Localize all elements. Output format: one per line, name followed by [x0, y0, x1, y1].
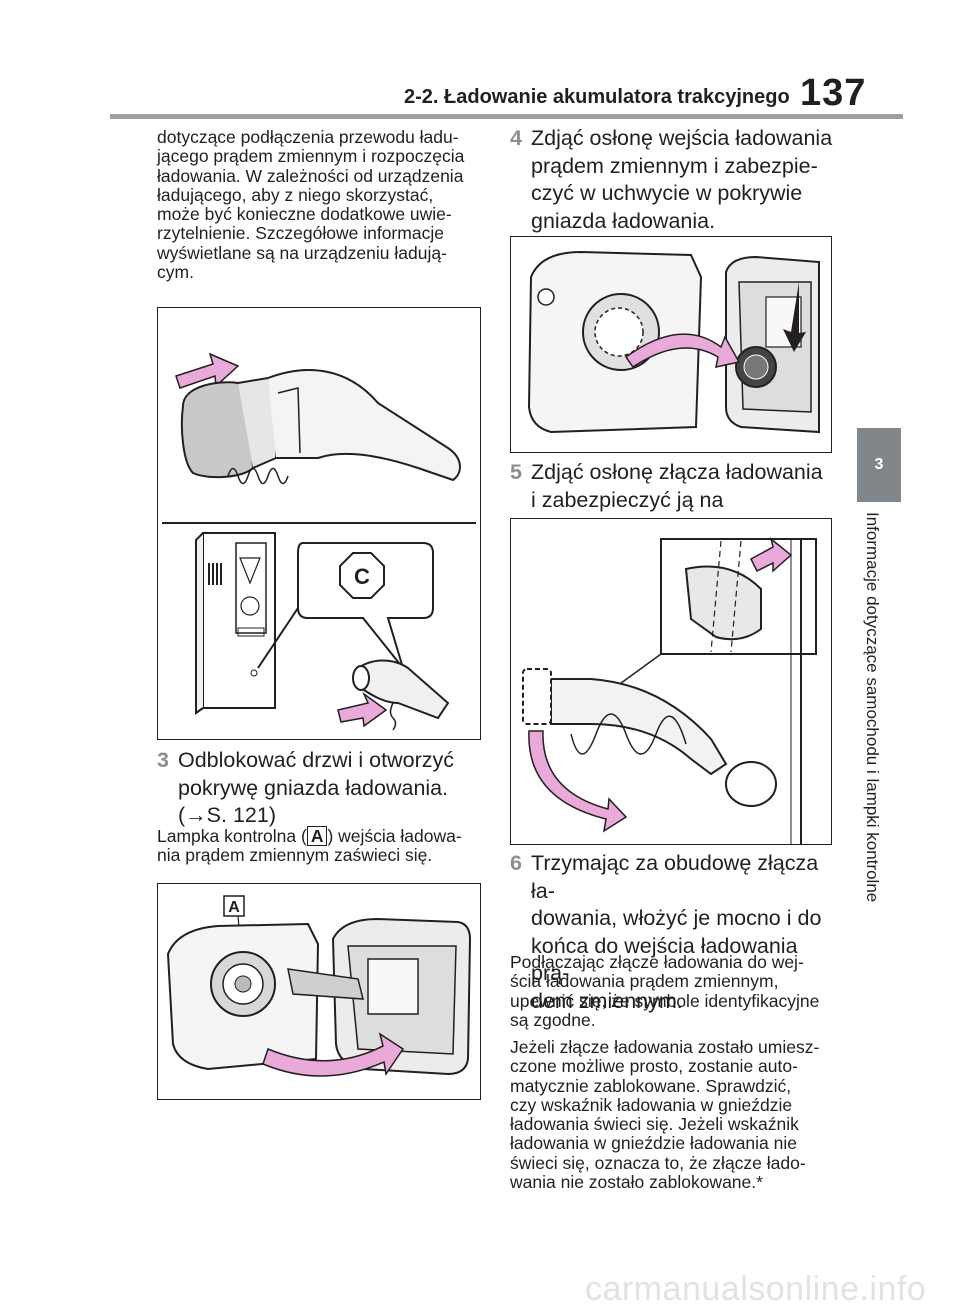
watermark: carmanualsonline.info	[585, 1270, 927, 1308]
step-3: 3 Odblokować drzwi i otworzyć pokrywę gn…	[157, 747, 487, 831]
figure1-label: C	[354, 564, 370, 589]
section-title: 2-2. Ładowanie akumulatora trakcyjnego	[404, 86, 790, 108]
intro-paragraph: dotyczące podłączenia przewodu ładu- jąc…	[157, 127, 465, 283]
connector-illustration: C	[162, 352, 476, 731]
label-a-box: A	[306, 826, 328, 846]
step-5: 5 Zdjąć osłonę złącza ładowania i zabezp…	[510, 459, 840, 539]
step-6-number: 6	[510, 851, 522, 875]
chapter-tab: 3	[857, 428, 901, 502]
step-6-text: Trzymając za obudowę złącza ła- dowania,…	[531, 851, 822, 1013]
step-3-text: Odblokować drzwi i otworzyć pokrywę gnia…	[178, 748, 455, 827]
figure-port-open: A	[157, 883, 481, 1100]
step-4-number: 4	[510, 126, 522, 150]
chapter-title: Informacje dotyczące samochodu i lampki …	[863, 512, 882, 903]
step-3-number: 3	[157, 748, 169, 772]
figure-connector-station: C	[157, 307, 481, 740]
figure2-label: A	[228, 899, 240, 916]
step-5-number: 5	[510, 460, 522, 484]
header-rule	[110, 114, 903, 119]
page-number: 137	[800, 72, 867, 114]
indicator-note-post: ) wejścia ładowa- nia prądem zmiennym za…	[157, 826, 462, 866]
step-6: 6 Trzymając za obudowę złącza ła- dowani…	[510, 850, 840, 1013]
step-4: 4 Zdjąć osłonę wejścia ładowania prądem …	[510, 125, 840, 237]
indicator-note-pre: Lampka kontrolna (	[157, 826, 307, 846]
step-4-text: Zdjąć osłonę wejścia ładowania prądem zm…	[531, 126, 833, 233]
paragraph-lock-check: Jeżeli złącze ładowania zostało umiesz- …	[510, 1037, 820, 1193]
figure-remove-inlet-cover	[510, 236, 832, 453]
indicator-note: Lampka kontrolna (A) wejścia ładowa- nia…	[157, 826, 487, 866]
figure-remove-connector-cap	[510, 518, 832, 845]
paragraph-symbols: Podłączając złącze ładowania do wej- ści…	[510, 952, 820, 1030]
